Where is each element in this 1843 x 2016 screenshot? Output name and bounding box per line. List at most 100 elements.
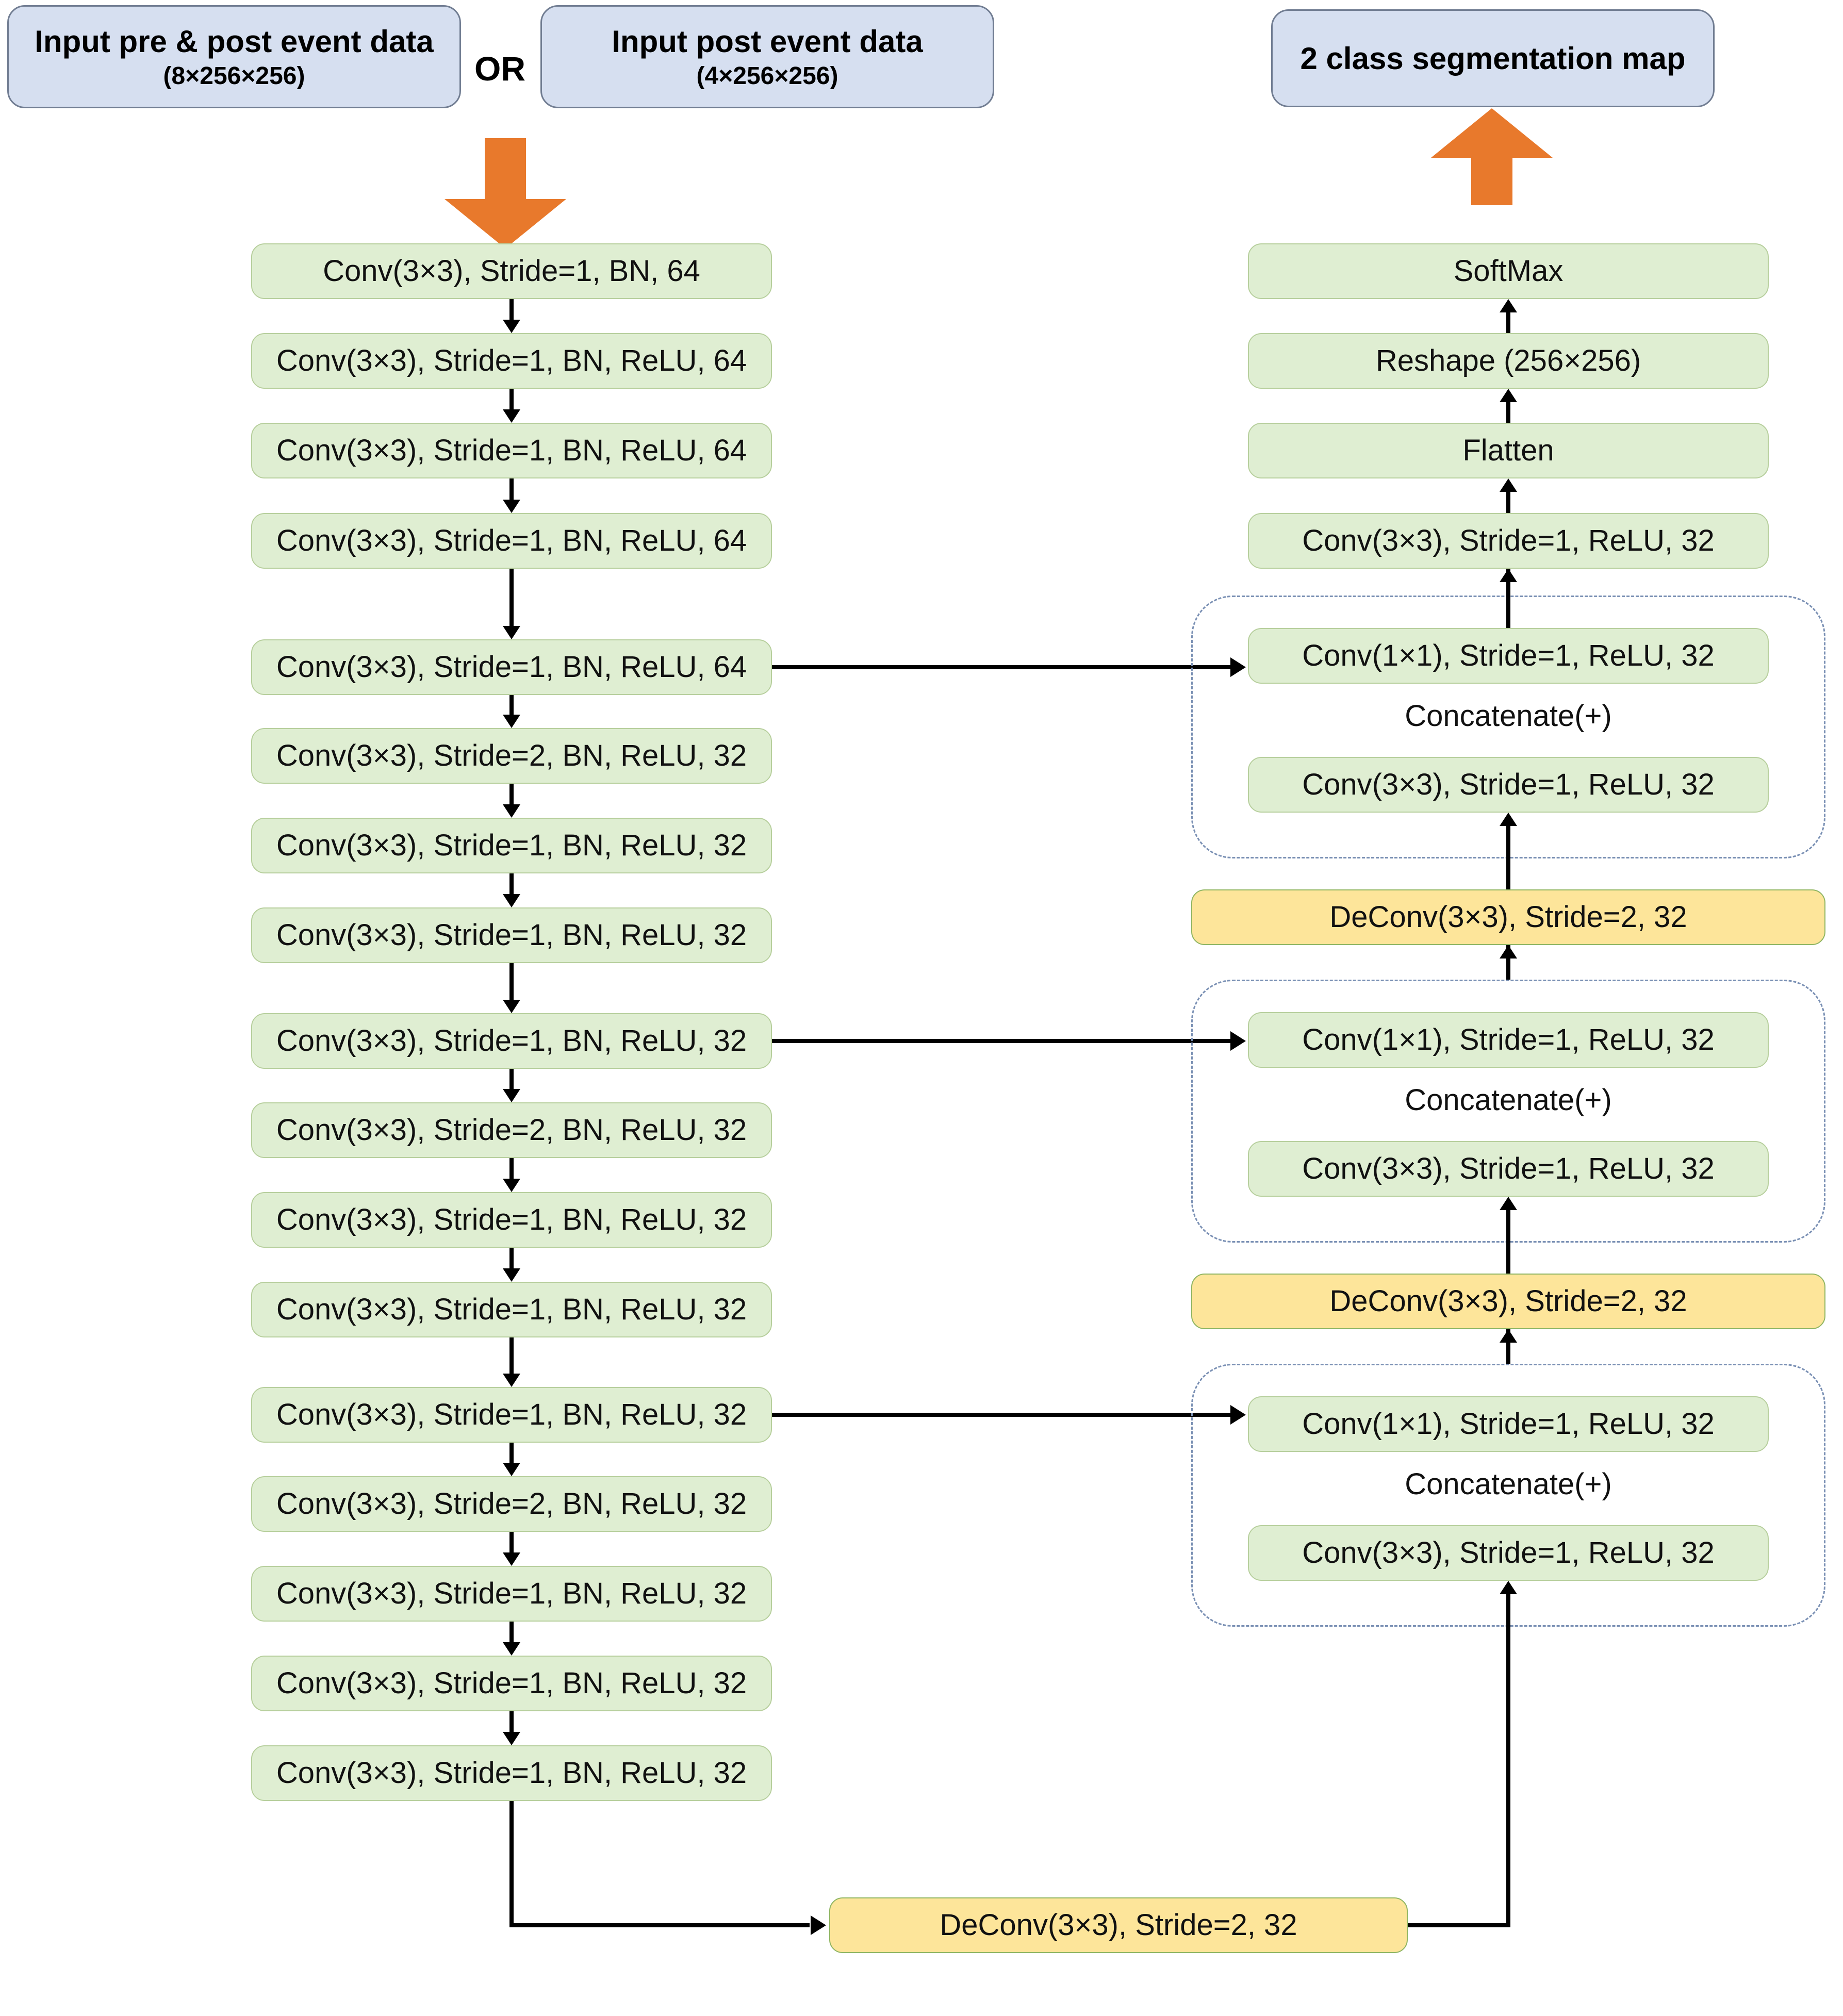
encoder-conv-3-label: Conv(3×3), Stride=1, BN, ReLU, 64 [276,523,747,557]
concat-1-conv3x3-label: Conv(3×3), Stride=1, ReLU, 32 [1302,1151,1715,1185]
encoder-conv-12: Conv(3×3), Stride=1, BN, ReLU, 32 [251,1387,772,1443]
encoder-conv-11: Conv(3×3), Stride=1, BN, ReLU, 32 [251,1282,772,1337]
decoder-reshape-label: Reshape (256×256) [1375,343,1641,377]
decoder-deconv-1-label: DeConv(3×3), Stride=2, 32 [1329,1284,1687,1318]
encoder-connector-12 [509,1443,514,1465]
concat-1-conv1x1-label: Conv(1×1), Stride=1, ReLU, 32 [1302,1022,1715,1056]
decoder-final-conv: Conv(3×3), Stride=1, ReLU, 32 [1248,513,1769,569]
encoder-arrow-5 [503,804,520,818]
output-flow-arrow-icon [1431,108,1553,205]
skip-connection-arrow-1 [1230,1031,1246,1051]
encoder-conv-6: Conv(3×3), Stride=1, BN, ReLU, 32 [251,818,772,873]
encoder-conv-5: Conv(3×3), Stride=2, BN, ReLU, 32 [251,728,772,784]
concat-0-conv3x3: Conv(3×3), Stride=1, ReLU, 32 [1248,757,1769,813]
bottom-path-right [509,1923,810,1927]
encoder-arrow-9 [503,1179,520,1192]
encoder-arrow-10 [503,1268,520,1282]
encoder-conv-11-label: Conv(3×3), Stride=1, BN, ReLU, 32 [276,1292,747,1326]
concat-2-conv3x3-label: Conv(3×3), Stride=1, ReLU, 32 [1302,1535,1715,1569]
skip-connection-arrow-0 [1230,657,1246,677]
encoder-conv-8: Conv(3×3), Stride=1, BN, ReLU, 32 [251,1013,772,1069]
encoder-connector-11 [509,1337,514,1376]
concat-1-plus-label: Concatenate(+) [1405,1083,1612,1117]
encoder-arrow-13 [503,1552,520,1566]
input-flow-arrow-icon [445,138,566,249]
encoder-conv-5-label: Conv(3×3), Stride=2, BN, ReLU, 32 [276,738,747,772]
bottom-deconv-label: DeConv(3×3), Stride=2, 32 [940,1908,1297,1942]
skip-connection-1 [772,1039,1230,1043]
encoder-connector-4 [509,695,514,717]
encoder-conv-12-label: Conv(3×3), Stride=1, BN, ReLU, 32 [276,1397,747,1431]
or-label: OR [474,49,525,88]
concat-0-plus-label: Concatenate(+) [1405,699,1612,733]
encoder-connector-0 [509,299,514,322]
decoder-deconv-0-up-line [1506,826,1510,889]
encoder-arrow-1 [503,409,520,423]
encoder-arrow-11 [503,1374,520,1387]
decoder-arrow-top-0 [1500,299,1517,312]
decoder-flatten: Flatten [1248,423,1769,478]
encoder-arrow-2 [503,500,520,513]
encoder-connector-9 [509,1158,514,1181]
encoder-arrow-8 [503,1089,520,1102]
input-post-line1: Input post event data [612,24,923,59]
decoder-connector-g1-to-d0 [1506,945,1510,980]
encoder-arrow-14 [503,1642,520,1656]
encoder-connector-1 [509,389,514,411]
decoder-softmax: SoftMax [1248,243,1769,299]
encoder-arrow-6 [503,894,520,907]
encoder-arrow-12 [503,1463,520,1476]
decoder-deconv-0-up-arrow [1500,813,1517,826]
decoder-connector-group0-out [1506,569,1510,628]
input-box-pre-post: Input pre & post event data (8×256×256) [7,5,461,108]
bottom-deconv-out-right [1408,1923,1510,1927]
encoder-connector-10 [509,1248,514,1270]
decoder-deconv-0-label: DeConv(3×3), Stride=2, 32 [1329,900,1687,934]
encoder-conv-15-label: Conv(3×3), Stride=1, BN, ReLU, 32 [276,1666,747,1700]
encoder-conv-0: Conv(3×3), Stride=1, BN, 64 [251,243,772,299]
encoder-conv-9: Conv(3×3), Stride=2, BN, ReLU, 32 [251,1102,772,1158]
decoder-arrow-g2-to-d1 [1500,1329,1517,1343]
decoder-deconv-1-up-arrow [1500,1197,1517,1210]
encoder-conv-2: Conv(3×3), Stride=1, BN, ReLU, 64 [251,423,772,478]
bottom-deconv-out-arrow [1500,1581,1517,1594]
encoder-conv-6-label: Conv(3×3), Stride=1, BN, ReLU, 32 [276,828,747,862]
encoder-arrow-15 [503,1732,520,1745]
decoder-flatten-label: Flatten [1462,433,1554,467]
encoder-conv-0-label: Conv(3×3), Stride=1, BN, 64 [323,254,700,288]
encoder-conv-7: Conv(3×3), Stride=1, BN, ReLU, 32 [251,907,772,963]
concat-1-conv1x1: Conv(1×1), Stride=1, ReLU, 32 [1248,1012,1769,1068]
decoder-arrow-group0-out [1500,569,1517,582]
concat-0-conv3x3-label: Conv(3×3), Stride=1, ReLU, 32 [1302,767,1715,801]
encoder-conv-14-label: Conv(3×3), Stride=1, BN, ReLU, 32 [276,1576,747,1610]
encoder-conv-1-label: Conv(3×3), Stride=1, BN, ReLU, 64 [276,343,747,377]
encoder-conv-7-label: Conv(3×3), Stride=1, BN, ReLU, 32 [276,918,747,952]
encoder-connector-8 [509,1069,514,1091]
encoder-arrow-0 [503,320,520,333]
decoder-connector-top-1 [1506,402,1510,423]
decoder-softmax-label: SoftMax [1453,254,1564,288]
decoder-arrow-g1-to-d0 [1500,945,1517,959]
output-label: 2 class segmentation map [1300,41,1686,76]
decoder-connector-g2-to-d1 [1506,1329,1510,1364]
concat-0-conv1x1-label: Conv(1×1), Stride=1, ReLU, 32 [1302,638,1715,672]
decoder-deconv-0: DeConv(3×3), Stride=2, 32 [1191,889,1825,945]
input-box-post: Input post event data (4×256×256) [540,5,994,108]
encoder-connector-3 [509,569,514,628]
encoder-conv-16-label: Conv(3×3), Stride=1, BN, ReLU, 32 [276,1756,747,1790]
encoder-conv-10: Conv(3×3), Stride=1, BN, ReLU, 32 [251,1192,772,1248]
decoder-reshape: Reshape (256×256) [1248,333,1769,389]
bottom-path-arrow [811,1915,826,1935]
encoder-conv-16: Conv(3×3), Stride=1, BN, ReLU, 32 [251,1745,772,1801]
encoder-connector-6 [509,873,514,896]
encoder-connector-15 [509,1711,514,1734]
concat-1-conv3x3: Conv(3×3), Stride=1, ReLU, 32 [1248,1141,1769,1197]
concat-2-conv1x1-label: Conv(1×1), Stride=1, ReLU, 32 [1302,1407,1715,1441]
encoder-conv-8-label: Conv(3×3), Stride=1, BN, ReLU, 32 [276,1023,747,1057]
output-box-segmentation-map: 2 class segmentation map [1271,9,1715,107]
encoder-arrow-3 [503,626,520,639]
concat-2-plus-label: Concatenate(+) [1405,1467,1612,1501]
skip-connection-0 [772,665,1230,669]
encoder-connector-7 [509,963,514,1002]
